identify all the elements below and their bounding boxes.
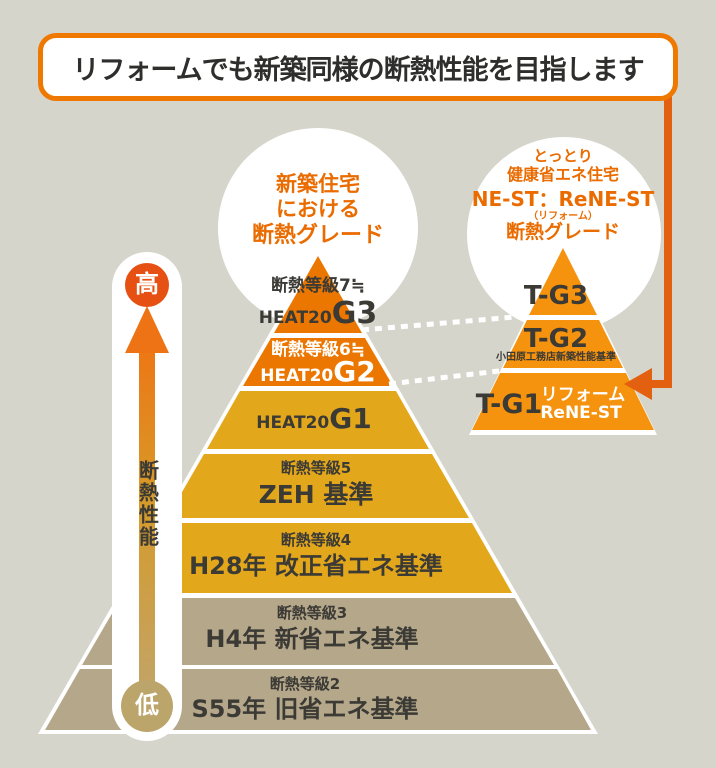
layer-g2-grade: 断熱等級6≒ (270, 340, 366, 360)
layer-h28-shape (124, 523, 512, 593)
layer-g3-name: HEAT20G3 (258, 296, 378, 332)
layer-g3-name-prefix: HEAT20 (258, 308, 332, 328)
layer-g1-name-grade: G1 (329, 402, 372, 435)
connector-arrowhead-icon (624, 368, 652, 400)
layer-g3-name-grade: G3 (331, 296, 378, 331)
right-heading-circle (467, 137, 661, 331)
layer-g1-name: HEAT20G1 (256, 402, 372, 435)
tier-tg2-shape (503, 320, 623, 368)
layer-heat20-g1-shape (207, 391, 429, 449)
layer-g3-grade: 断熱等級7≒ (270, 276, 366, 296)
left-heading-line1: 新築住宅 (276, 172, 360, 196)
tier-tg3-shape (529, 248, 597, 315)
tier-tg3-label: T-G3 (523, 281, 589, 311)
left-heading-line2: における (276, 197, 360, 221)
layer-g2-name-grade: G2 (333, 355, 376, 388)
dotted-link-lower (388, 368, 500, 387)
tier-tg1-shape (472, 373, 654, 430)
dotted-link-upper (361, 314, 516, 333)
tier-tg1-sub2: ReNE-ST (540, 403, 622, 423)
left-heading-circle (218, 128, 418, 328)
layer-h28-grade: 断熱等級4 (280, 531, 352, 549)
left-heading-line3: 断熱グレード (251, 223, 385, 248)
headline-banner: リフォームでも新築同様の断熱性能を目指します (38, 33, 678, 101)
layer-h4-shape (82, 598, 554, 665)
axis-high-circle (125, 263, 169, 307)
layer-g2-name: HEAT20G2 (260, 355, 376, 388)
right-heading-line2: 健康省エネ住宅 (506, 165, 620, 184)
axis-low-label: 低 (135, 691, 159, 719)
layer-h4-grade: 断熱等級3 (276, 604, 348, 622)
layer-g2-name-prefix: HEAT20 (260, 366, 334, 386)
layer-heat20-g3-shape (274, 256, 362, 333)
axis-high-label: 高 (135, 270, 159, 298)
tier-tg1-label: T-G1 (475, 389, 543, 420)
layer-g1-name-prefix: HEAT20 (256, 413, 330, 433)
tier-tg2-note: 小田原工務店新築性能基準 (496, 352, 616, 363)
axis-low-circle (121, 680, 173, 732)
layer-s55-grade: 断熱等級2 (269, 675, 341, 693)
layer-heat20-g2-shape (243, 338, 393, 386)
layer-h4-name: H4年 新省エネ基準 (205, 625, 419, 653)
tier-tg2-label: T-G2 (523, 324, 589, 354)
layer-zeh-grade: 断熱等級5 (280, 459, 352, 477)
axis-performance-label: 断熱性能 (135, 460, 160, 548)
right-heading-line4: （リフォーム） (528, 211, 598, 222)
layer-s55-name: S55年 旧省エネ基準 (191, 695, 419, 723)
tier-tg1-sub1: リフォーム (540, 385, 626, 405)
axis-arrowhead-icon (125, 306, 169, 353)
headline-title: リフォームでも新築同様の断熱性能を目指します (72, 54, 644, 86)
layer-zeh-name: ZEH 基準 (258, 480, 374, 509)
right-heading-line1: とっとり (533, 147, 593, 165)
right-heading-line5: 断熱グレード (505, 221, 621, 243)
layer-h28-name: H28年 改正省エネ基準 (189, 552, 443, 580)
right-heading-line3: NE-ST：ReNE-ST (471, 187, 655, 211)
connector-arrow-line (650, 96, 672, 388)
layer-zeh-shape (167, 454, 469, 518)
axis-arrow-shaft (139, 340, 155, 690)
